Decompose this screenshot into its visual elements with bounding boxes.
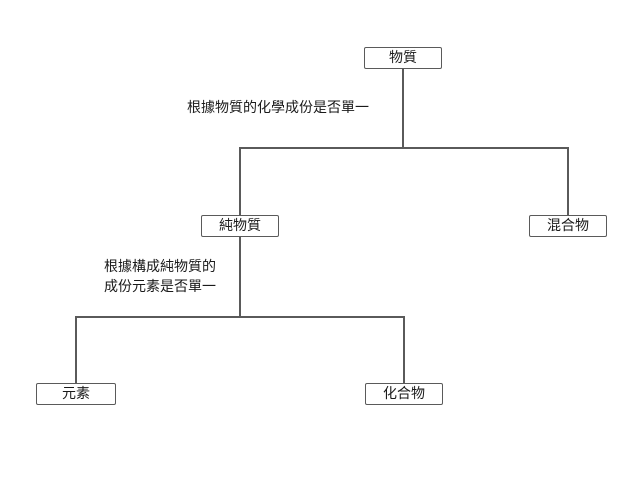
node-matter: 物質 [364,47,442,69]
edge-label-element-composition-line1: 根據構成純物質的 [104,259,216,275]
edge-label-chemical-composition-text: 根據物質的化學成份是否單一 [187,100,369,116]
node-pure-substance: 純物質 [201,215,279,237]
node-element-label: 元素 [62,386,90,402]
node-element: 元素 [36,383,116,405]
node-mixture-label: 混合物 [547,218,589,234]
node-pure-substance-label: 純物質 [219,218,261,234]
edge-label-element-composition: 根據構成純物質的 成份元素是否單一 [104,257,216,297]
edge-label-chemical-composition: 根據物質的化學成份是否單一 [187,98,369,118]
node-compound-label: 化合物 [383,386,425,402]
node-matter-label: 物質 [389,50,417,66]
node-compound: 化合物 [365,383,443,405]
edge-label-element-composition-line2: 成份元素是否單一 [104,279,216,295]
node-mixture: 混合物 [529,215,607,237]
